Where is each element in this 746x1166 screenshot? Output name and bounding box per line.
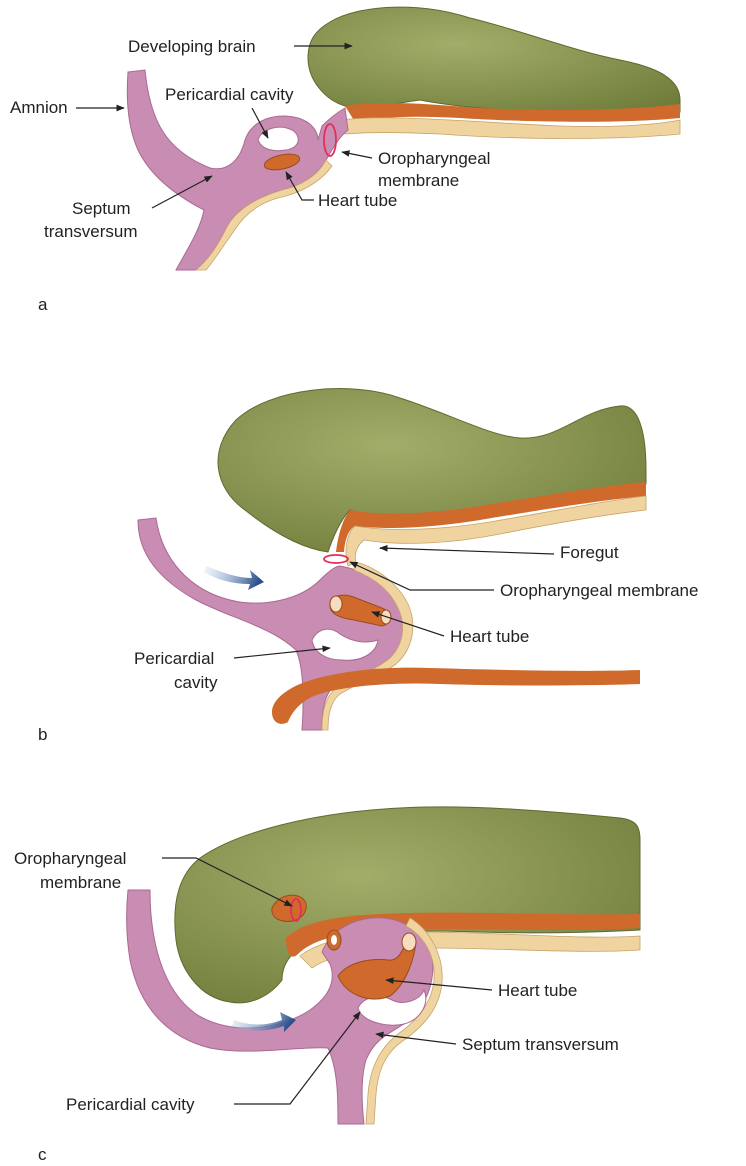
oropharyngeal-membrane-marker-b: [324, 555, 348, 563]
folding-direction-arrow-b: [204, 566, 264, 590]
label-amnion: Amnion: [10, 98, 68, 117]
label-pericardial-cavity-c: Pericardial cavity: [66, 1095, 195, 1114]
panel-letter-a: a: [38, 295, 48, 314]
developing-brain-b: [218, 389, 646, 552]
label-oropharyngeal-c-1: Oropharyngeal: [14, 849, 126, 868]
label-heart-tube-c: Heart tube: [498, 981, 577, 1000]
label-oropharyngeal-a-2: membrane: [378, 171, 459, 190]
label-developing-brain: Developing brain: [128, 37, 256, 56]
label-heart-tube-a: Heart tube: [318, 191, 397, 210]
label-oropharyngeal-membrane-b: Oropharyngeal membrane: [500, 581, 698, 600]
label-pericardial-cavity-a: Pericardial cavity: [165, 85, 294, 104]
label-septum-a-1: Septum: [72, 199, 131, 218]
panel-c: Oropharyngeal membrane Heart tube Septum…: [14, 664, 640, 1165]
panel-letter-c: c: [38, 1145, 47, 1164]
panel-letter-b: b: [38, 725, 47, 744]
leader-foregut: [380, 548, 554, 554]
panel-a: Developing brain Amnion Pericardial cavi…: [10, 7, 680, 314]
label-heart-tube-b: Heart tube: [450, 627, 529, 646]
panel-b: Foregut Oropharyngeal membrane Heart tub…: [38, 389, 698, 744]
label-oropharyngeal-a-1: Oropharyngeal: [378, 149, 490, 168]
label-foregut: Foregut: [560, 543, 619, 562]
developing-brain-a: [308, 7, 680, 114]
leader-oropharyngeal-a: [342, 152, 372, 158]
label-pericardial-b-1: Pericardial: [134, 649, 214, 668]
label-septum-c: Septum transversum: [462, 1035, 619, 1054]
label-pericardial-b-2: cavity: [174, 673, 218, 692]
mesoderm-b: [138, 518, 404, 730]
label-oropharyngeal-c-2: membrane: [40, 873, 121, 892]
label-septum-a-2: transversum: [44, 222, 138, 241]
leader-septum-c: [376, 1034, 456, 1044]
